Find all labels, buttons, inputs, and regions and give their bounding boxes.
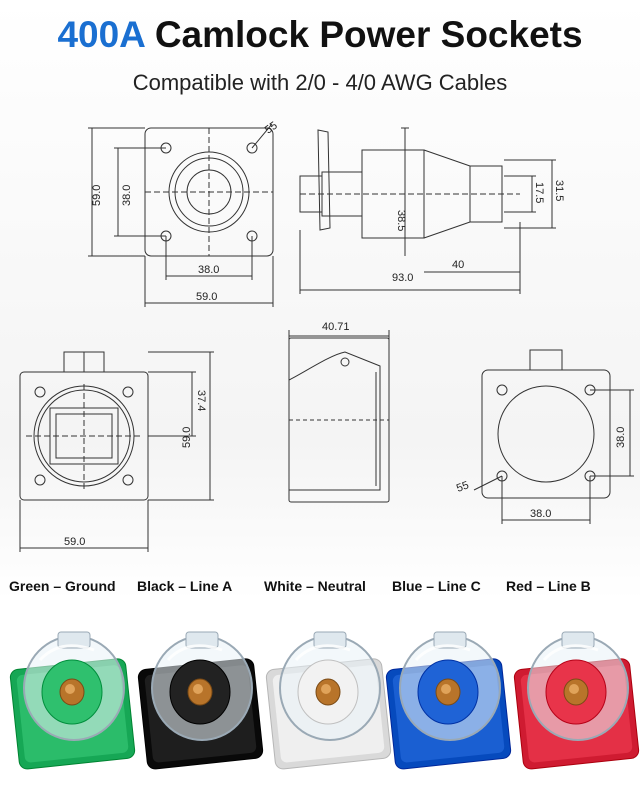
- dim-17-5: 17.5: [533, 182, 545, 203]
- page-title: 400A Camlock Power Sockets: [0, 14, 640, 56]
- label-black-line-a: Black – Line A: [137, 578, 233, 594]
- label-white-neutral: White – Neutral: [264, 578, 366, 594]
- dim-59-left: 59.0: [91, 185, 103, 206]
- dim-31-5: 31.5: [553, 180, 565, 201]
- dim-38-left: 38.0: [121, 185, 133, 206]
- dim-59-mid: 59.0: [181, 427, 193, 448]
- dim-38-bottom: 38.0: [198, 264, 219, 276]
- dim-40-71: 40.71: [322, 321, 350, 333]
- dim-38-bottom-right: 38.0: [530, 508, 551, 520]
- socket-white: [265, 631, 392, 770]
- dim-93: 93.0: [392, 272, 413, 284]
- dim-55-top: 55: [263, 120, 280, 137]
- side-view-drawing: [299, 127, 556, 294]
- dim-59-bottom: 59.0: [196, 291, 217, 303]
- label-blue-line-c: Blue – Line C: [392, 578, 481, 594]
- page-subtitle: Compatible with 2/0 - 4/0 AWG Cables: [132, 70, 508, 95]
- dim-55-bottom: 55: [455, 479, 471, 494]
- label-green-ground: Green – Ground: [9, 578, 116, 594]
- dim-40: 40: [452, 259, 464, 271]
- front-view-drawing: [88, 123, 274, 307]
- label-red-line-b: Red – Line B: [506, 578, 591, 594]
- covered-front-drawing: [19, 351, 214, 552]
- dim-59-bottom-left: 59.0: [64, 536, 85, 548]
- socket-green: [9, 631, 136, 770]
- dim-38-right: 38.0: [615, 427, 627, 448]
- title-amperage: 400A: [57, 14, 145, 55]
- socket-red: [513, 631, 640, 770]
- dim-38-5: 38.5: [395, 210, 407, 231]
- socket-blue: [385, 631, 512, 770]
- dim-37-4: 37.4: [195, 390, 207, 411]
- title-product: Camlock Power Sockets: [154, 14, 583, 55]
- socket-black: [137, 631, 264, 770]
- cover-side-drawing: [288, 330, 390, 503]
- back-view-drawing: [473, 349, 634, 524]
